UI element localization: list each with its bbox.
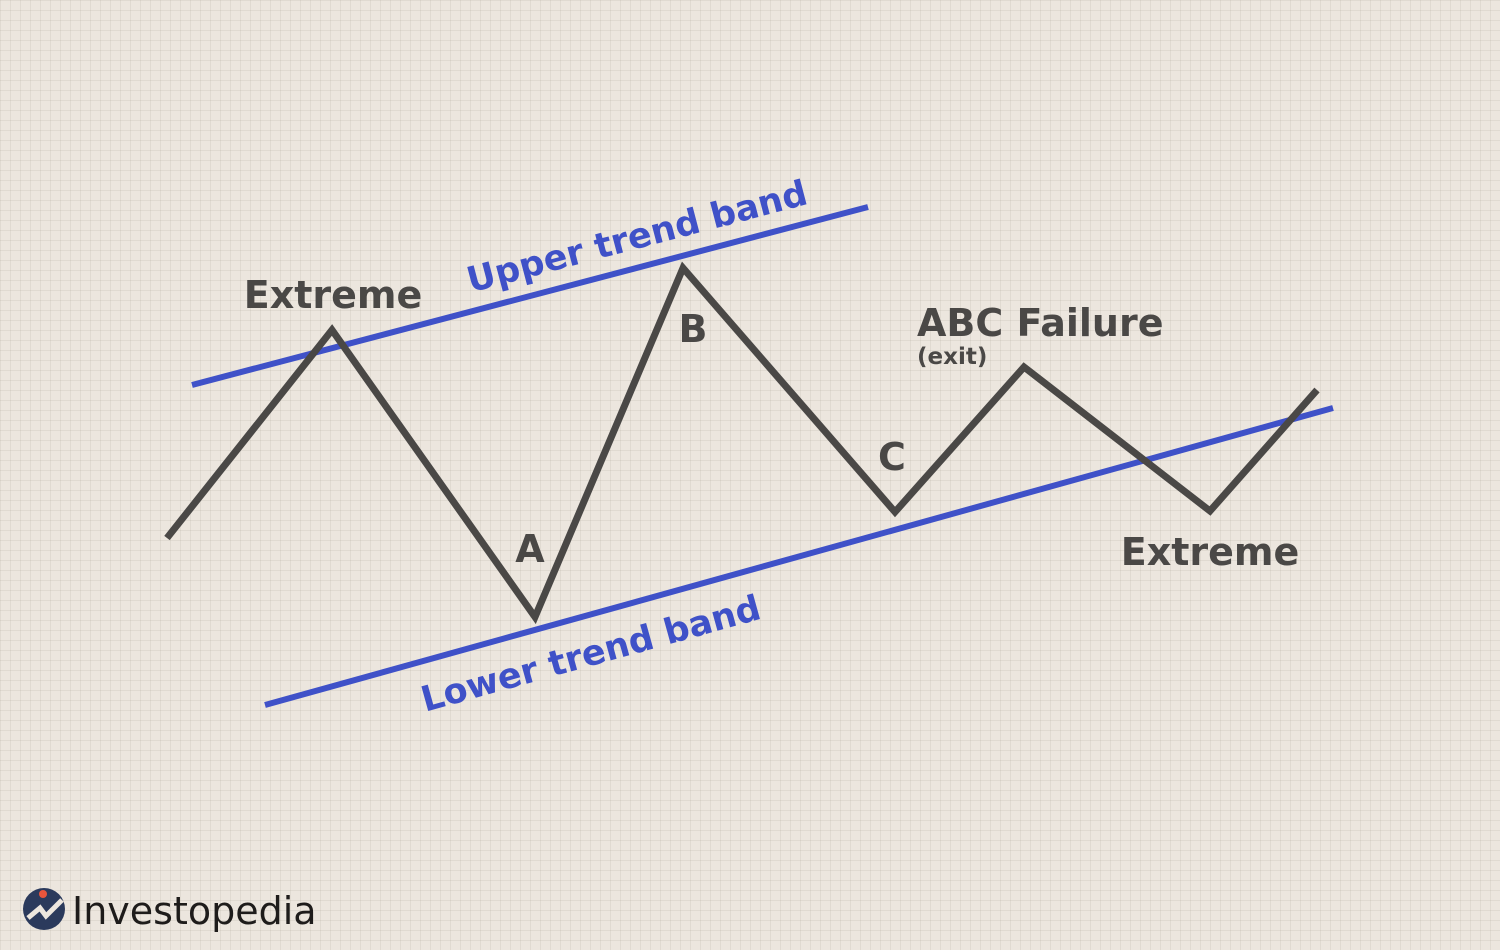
label-extreme-left: Extreme (244, 273, 423, 317)
lower-trend-band-line (264, 405, 1334, 708)
upper-trend-band-line (191, 204, 869, 388)
label-c: C (878, 435, 906, 479)
logo-text: Investopedia (72, 889, 317, 933)
label-exit: (exit) (917, 344, 987, 370)
investopedia-logo: Investopedia (23, 888, 317, 933)
label-b: B (679, 307, 708, 351)
label-lower-trend-band: Lower trend band (417, 588, 765, 720)
logo-icon (23, 888, 65, 930)
label-extreme-right: Extreme (1121, 530, 1300, 574)
price-path (164, 261, 1320, 625)
label-a: A (515, 527, 545, 571)
label-abc-failure: ABC Failure (917, 301, 1163, 345)
